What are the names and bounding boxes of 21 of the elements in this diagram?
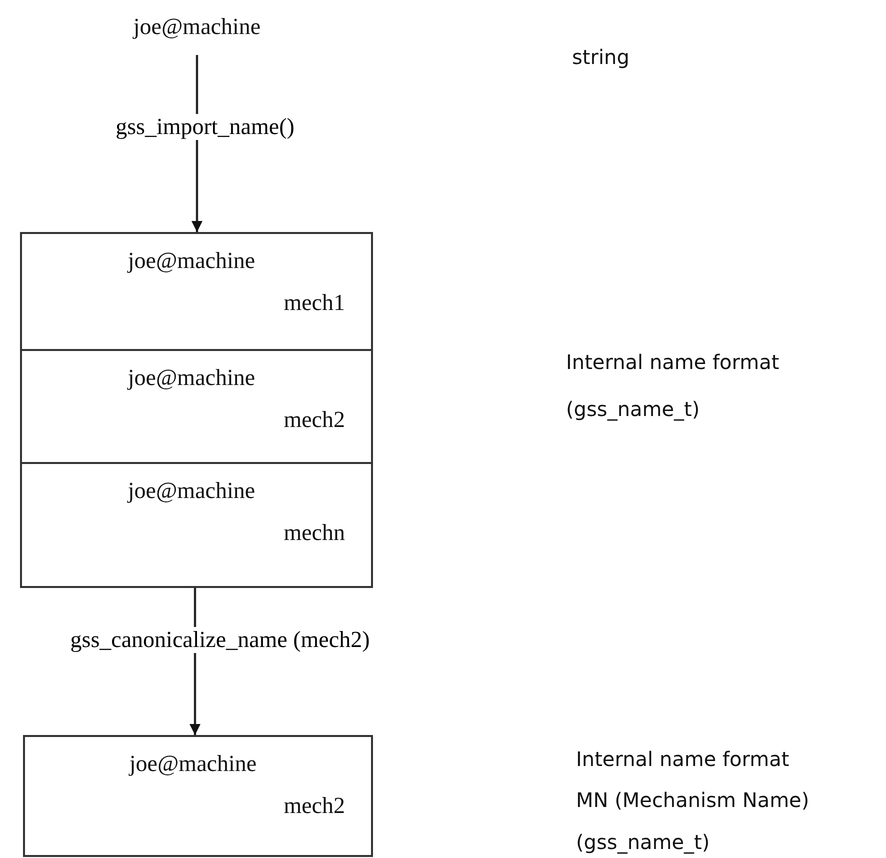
- name-box: [20, 462, 373, 588]
- annotation-text: Internal name format: [566, 350, 780, 374]
- name-box: [20, 349, 373, 464]
- annotation-text: Internal name format: [576, 747, 790, 771]
- principal-name: joe@machine: [126, 478, 256, 504]
- annotation-text: (gss_name_t): [576, 830, 710, 854]
- principal-name: joe@machine: [126, 248, 256, 274]
- annotation-text: MN (Mechanism Name): [576, 788, 810, 812]
- name-text: joe@machine: [107, 14, 287, 50]
- mechanism-name: mech2: [284, 407, 345, 433]
- principal-name: joe@machine: [126, 365, 256, 391]
- mechanism-name: mechn: [284, 520, 345, 546]
- annotation-text: (gss_name_t): [566, 397, 700, 421]
- name-box: [23, 735, 373, 857]
- name-box: [20, 232, 373, 351]
- mechanism-name: mech1: [284, 290, 345, 316]
- annotation-text: string: [572, 45, 630, 69]
- mechanism-name: mech2: [284, 793, 345, 819]
- edge-label: gss_import_name(): [114, 114, 296, 140]
- edge-label: gss_canonicalize_name (mech2): [68, 626, 372, 652]
- principal-name: joe@machine: [128, 751, 258, 777]
